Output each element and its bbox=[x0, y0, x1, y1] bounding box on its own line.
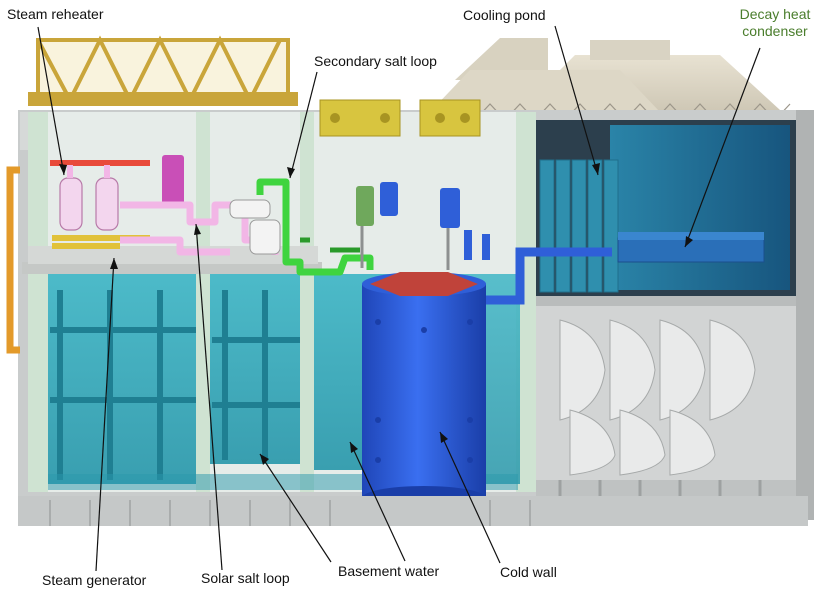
label-decay-heat-condenser-line1: Decay heat bbox=[739, 6, 811, 22]
leader-lines bbox=[37, 25, 761, 572]
label-steam-reheater: Steam reheater bbox=[7, 6, 104, 22]
label-decay-heat-condenser: Decay heat condenser bbox=[722, 6, 828, 40]
leader-arrowheads bbox=[59, 163, 693, 465]
roof-equipment bbox=[319, 99, 481, 137]
secondary-salt-loop-branch bbox=[300, 237, 360, 253]
salt-pump-cluster bbox=[229, 199, 281, 255]
vessel-to-pond-pipe bbox=[480, 247, 612, 305]
primary-pumps bbox=[356, 182, 490, 270]
label-secondary-salt-loop: Secondary salt loop bbox=[314, 53, 437, 69]
crane-truss bbox=[28, 35, 298, 106]
foundation bbox=[18, 496, 808, 526]
label-basement-water: Basement water bbox=[338, 563, 440, 579]
label-steam-generator: Steam generator bbox=[42, 572, 147, 588]
label-solar-salt-loop: Solar salt loop bbox=[201, 570, 290, 586]
label-cold-wall: Cold wall bbox=[500, 564, 557, 580]
label-decay-heat-condenser-line2: condenser bbox=[742, 23, 808, 39]
lower-right-room bbox=[536, 110, 814, 520]
left-orange-pipe bbox=[6, 166, 20, 354]
secondary-salt-loop-pipe bbox=[256, 178, 374, 276]
cooling-pond-structure bbox=[536, 120, 796, 296]
cold-wall-vessel bbox=[362, 272, 486, 510]
label-cooling-pond: Cooling pond bbox=[463, 7, 546, 23]
roof-structure bbox=[430, 38, 800, 121]
